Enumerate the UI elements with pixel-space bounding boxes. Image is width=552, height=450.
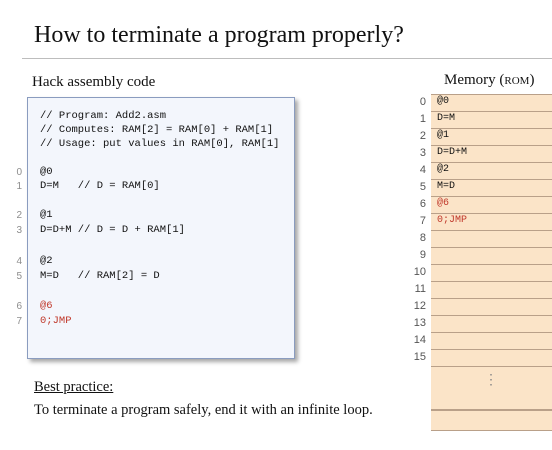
memory-row (431, 298, 552, 315)
memory-row (431, 281, 552, 298)
memory-address: 4 (419, 164, 426, 176)
memory-address: 13 (413, 317, 426, 329)
memory-value: D=D+M (437, 147, 468, 158)
code-line-number: 7 (16, 316, 22, 327)
title-divider (22, 58, 552, 59)
memory-address: 0 (419, 96, 426, 108)
memory-row (431, 315, 552, 332)
memory-address: 1 (419, 113, 426, 125)
memory-tail-end (431, 410, 552, 431)
memory-row: @1 (431, 128, 552, 145)
memory-tail (431, 366, 552, 410)
ellipsis: ⋮ (484, 371, 498, 387)
code-line-number: 1 (16, 181, 22, 192)
memory-address: 10 (413, 266, 426, 278)
memory-row: @6 (431, 196, 552, 213)
code-line: @6 (40, 300, 53, 312)
memory-row (431, 332, 552, 349)
memory-row: D=M (431, 111, 552, 128)
memory-row: @0 (431, 94, 552, 111)
memory-row (431, 264, 552, 281)
slide-title: How to terminate a program properly? (34, 22, 404, 48)
memory-row: 0;JMP (431, 213, 552, 230)
memory-label-rom: ROM (504, 75, 530, 87)
memory-address: 15 (413, 351, 426, 363)
memory-row: D=D+M (431, 145, 552, 162)
memory-row: @2 (431, 162, 552, 179)
code-panel-label: Hack assembly code (32, 74, 156, 90)
memory-address: 11 (414, 283, 426, 295)
memory-label-end: ) (529, 72, 535, 88)
memory-value: @2 (437, 164, 450, 175)
memory-value: @6 (437, 198, 450, 209)
code-line: @0 (40, 166, 53, 178)
memory-row: M=D (431, 179, 552, 196)
code-line-number: 2 (16, 210, 22, 221)
memory-address: 2 (419, 130, 426, 142)
memory-row (431, 349, 552, 366)
code-line: 0;JMP (40, 315, 72, 327)
code-box (27, 97, 295, 359)
memory-address: 5 (419, 181, 426, 193)
memory-row (431, 247, 552, 264)
memory-address: 3 (419, 147, 426, 159)
code-line-number: 6 (16, 301, 22, 312)
code-line: @1 (40, 209, 53, 221)
code-line: D=M // D = RAM[0] (40, 180, 160, 192)
code-line: D=D+M // D = D + RAM[1] (40, 224, 185, 236)
memory-label: Memory (ROM) (444, 72, 534, 89)
memory-address: 12 (413, 300, 426, 312)
memory-address: 9 (419, 249, 426, 261)
memory-address: 14 (413, 334, 426, 346)
memory-address: 6 (419, 198, 426, 210)
code-line-number: 3 (16, 225, 22, 236)
code-line: // Program: Add2.asm (40, 110, 167, 122)
memory-value: 0;JMP (437, 215, 468, 226)
memory-address: 7 (419, 215, 426, 227)
code-line: M=D // RAM[2] = D (40, 270, 160, 282)
best-practice-title: Best practice: (34, 379, 114, 395)
memory-row (431, 230, 552, 247)
memory-value: D=M (437, 113, 456, 124)
memory-value: @1 (437, 130, 450, 141)
memory-value: @0 (437, 96, 450, 107)
memory-value: M=D (437, 181, 456, 192)
code-line-number: 5 (16, 271, 22, 282)
code-line-number: 4 (16, 256, 22, 267)
code-line: @2 (40, 255, 53, 267)
code-line: // Computes: RAM[2] = RAM[0] + RAM[1] (40, 124, 274, 136)
code-line-number: 0 (16, 167, 22, 178)
memory-address: 8 (419, 232, 426, 244)
best-practice-text: To terminate a program safely, end it wi… (34, 402, 373, 418)
memory-label-main: Memory ( (444, 72, 505, 88)
code-line: // Usage: put values in RAM[0], RAM[1] (40, 138, 280, 150)
